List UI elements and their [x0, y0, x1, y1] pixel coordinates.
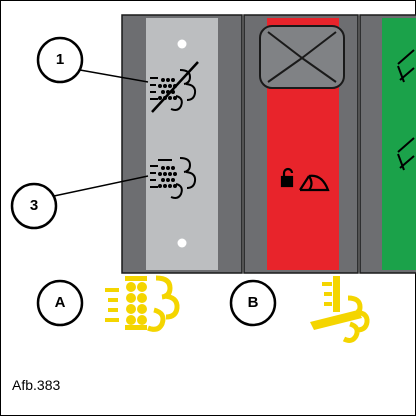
- legend-circle-a: [36, 279, 84, 327]
- right-switch-housing: [359, 14, 416, 274]
- legend-label-a: A: [54, 294, 66, 311]
- callout-leader-1: [79, 69, 149, 83]
- upper-indicator-dot: [177, 39, 187, 49]
- callout-leader-3: [53, 175, 149, 197]
- lower-indicator-dot: [177, 238, 187, 248]
- tilt-unlock-icon: [280, 167, 330, 192]
- figure-caption: Afb.383: [12, 377, 61, 393]
- spray-off-icon: [150, 61, 199, 113]
- callout-label-3: 3: [29, 197, 39, 214]
- legend-circle-b: [229, 279, 277, 327]
- callout-circle-3: [10, 182, 58, 230]
- left-switch-housing: [121, 14, 243, 274]
- callout-circle-1: [36, 36, 84, 84]
- callout-label-1: 1: [55, 51, 65, 68]
- legend-label-b: B: [247, 294, 259, 311]
- spray-on-icon: [150, 157, 197, 199]
- yellow-spray-icon: [105, 275, 180, 332]
- yellow-tilt-icon: [310, 276, 370, 343]
- center-switch-housing: [243, 14, 359, 274]
